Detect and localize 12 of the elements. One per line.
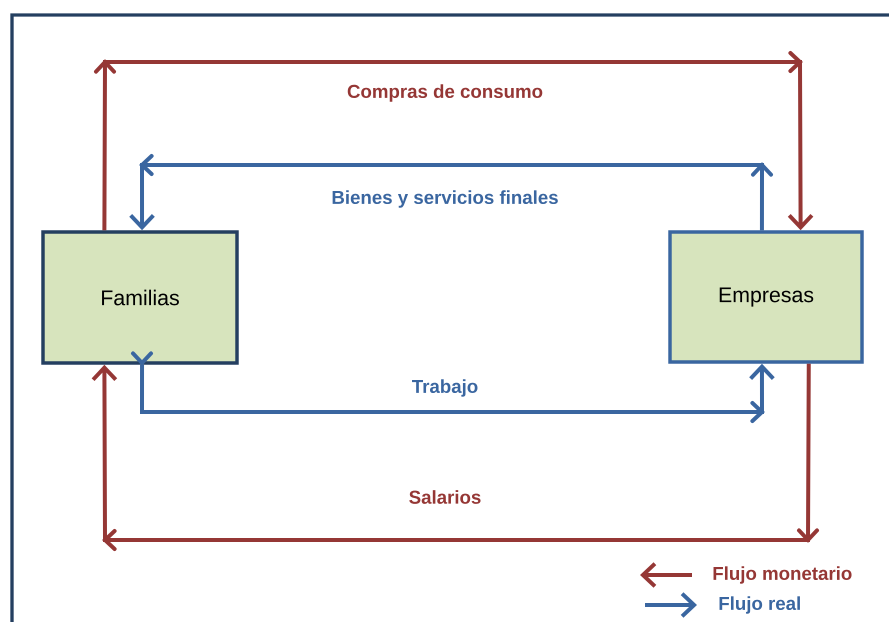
legend-label: Flujo real [720, 596, 800, 614]
box: Familias [41, 230, 239, 365]
arrow [129, 154, 773, 230]
box: Empresas [668, 230, 864, 364]
arrow [131, 351, 775, 423]
arrow [92, 364, 819, 551]
edge-label: Salarios [407, 488, 483, 506]
edge-label: Bienes y servicios finales [330, 188, 560, 210]
arrow [94, 51, 814, 230]
edge-label: Trabajo [410, 378, 480, 398]
edge-label: Compras de consumo [346, 82, 544, 104]
legend-label: Flujo monetario [714, 566, 852, 584]
